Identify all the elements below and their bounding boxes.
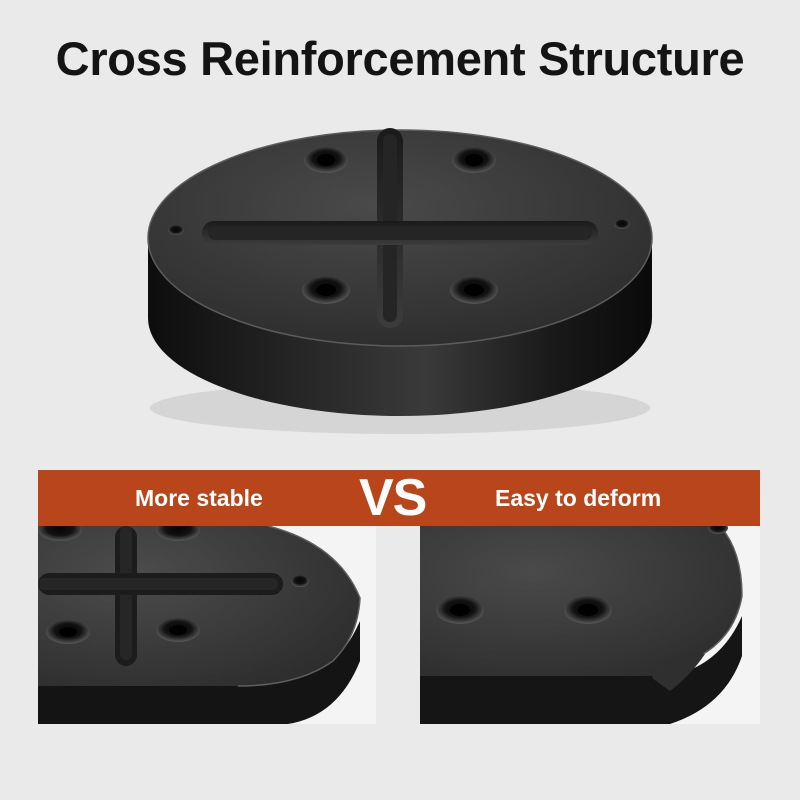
vs-label: VS <box>359 469 427 527</box>
comparison-banner: More stable VS Easy to deform <box>38 469 760 527</box>
easy-to-deform-label: Easy to deform <box>495 485 662 511</box>
cross-structure-closeup-image <box>38 526 376 724</box>
plain-structure-closeup-image <box>420 526 760 724</box>
hero-product-image <box>130 108 670 450</box>
comparison-panel: More stable VS Easy to deform <box>38 469 760 724</box>
headline: Cross Reinforcement Structure <box>55 32 745 85</box>
more-stable-label: More stable <box>135 485 263 511</box>
